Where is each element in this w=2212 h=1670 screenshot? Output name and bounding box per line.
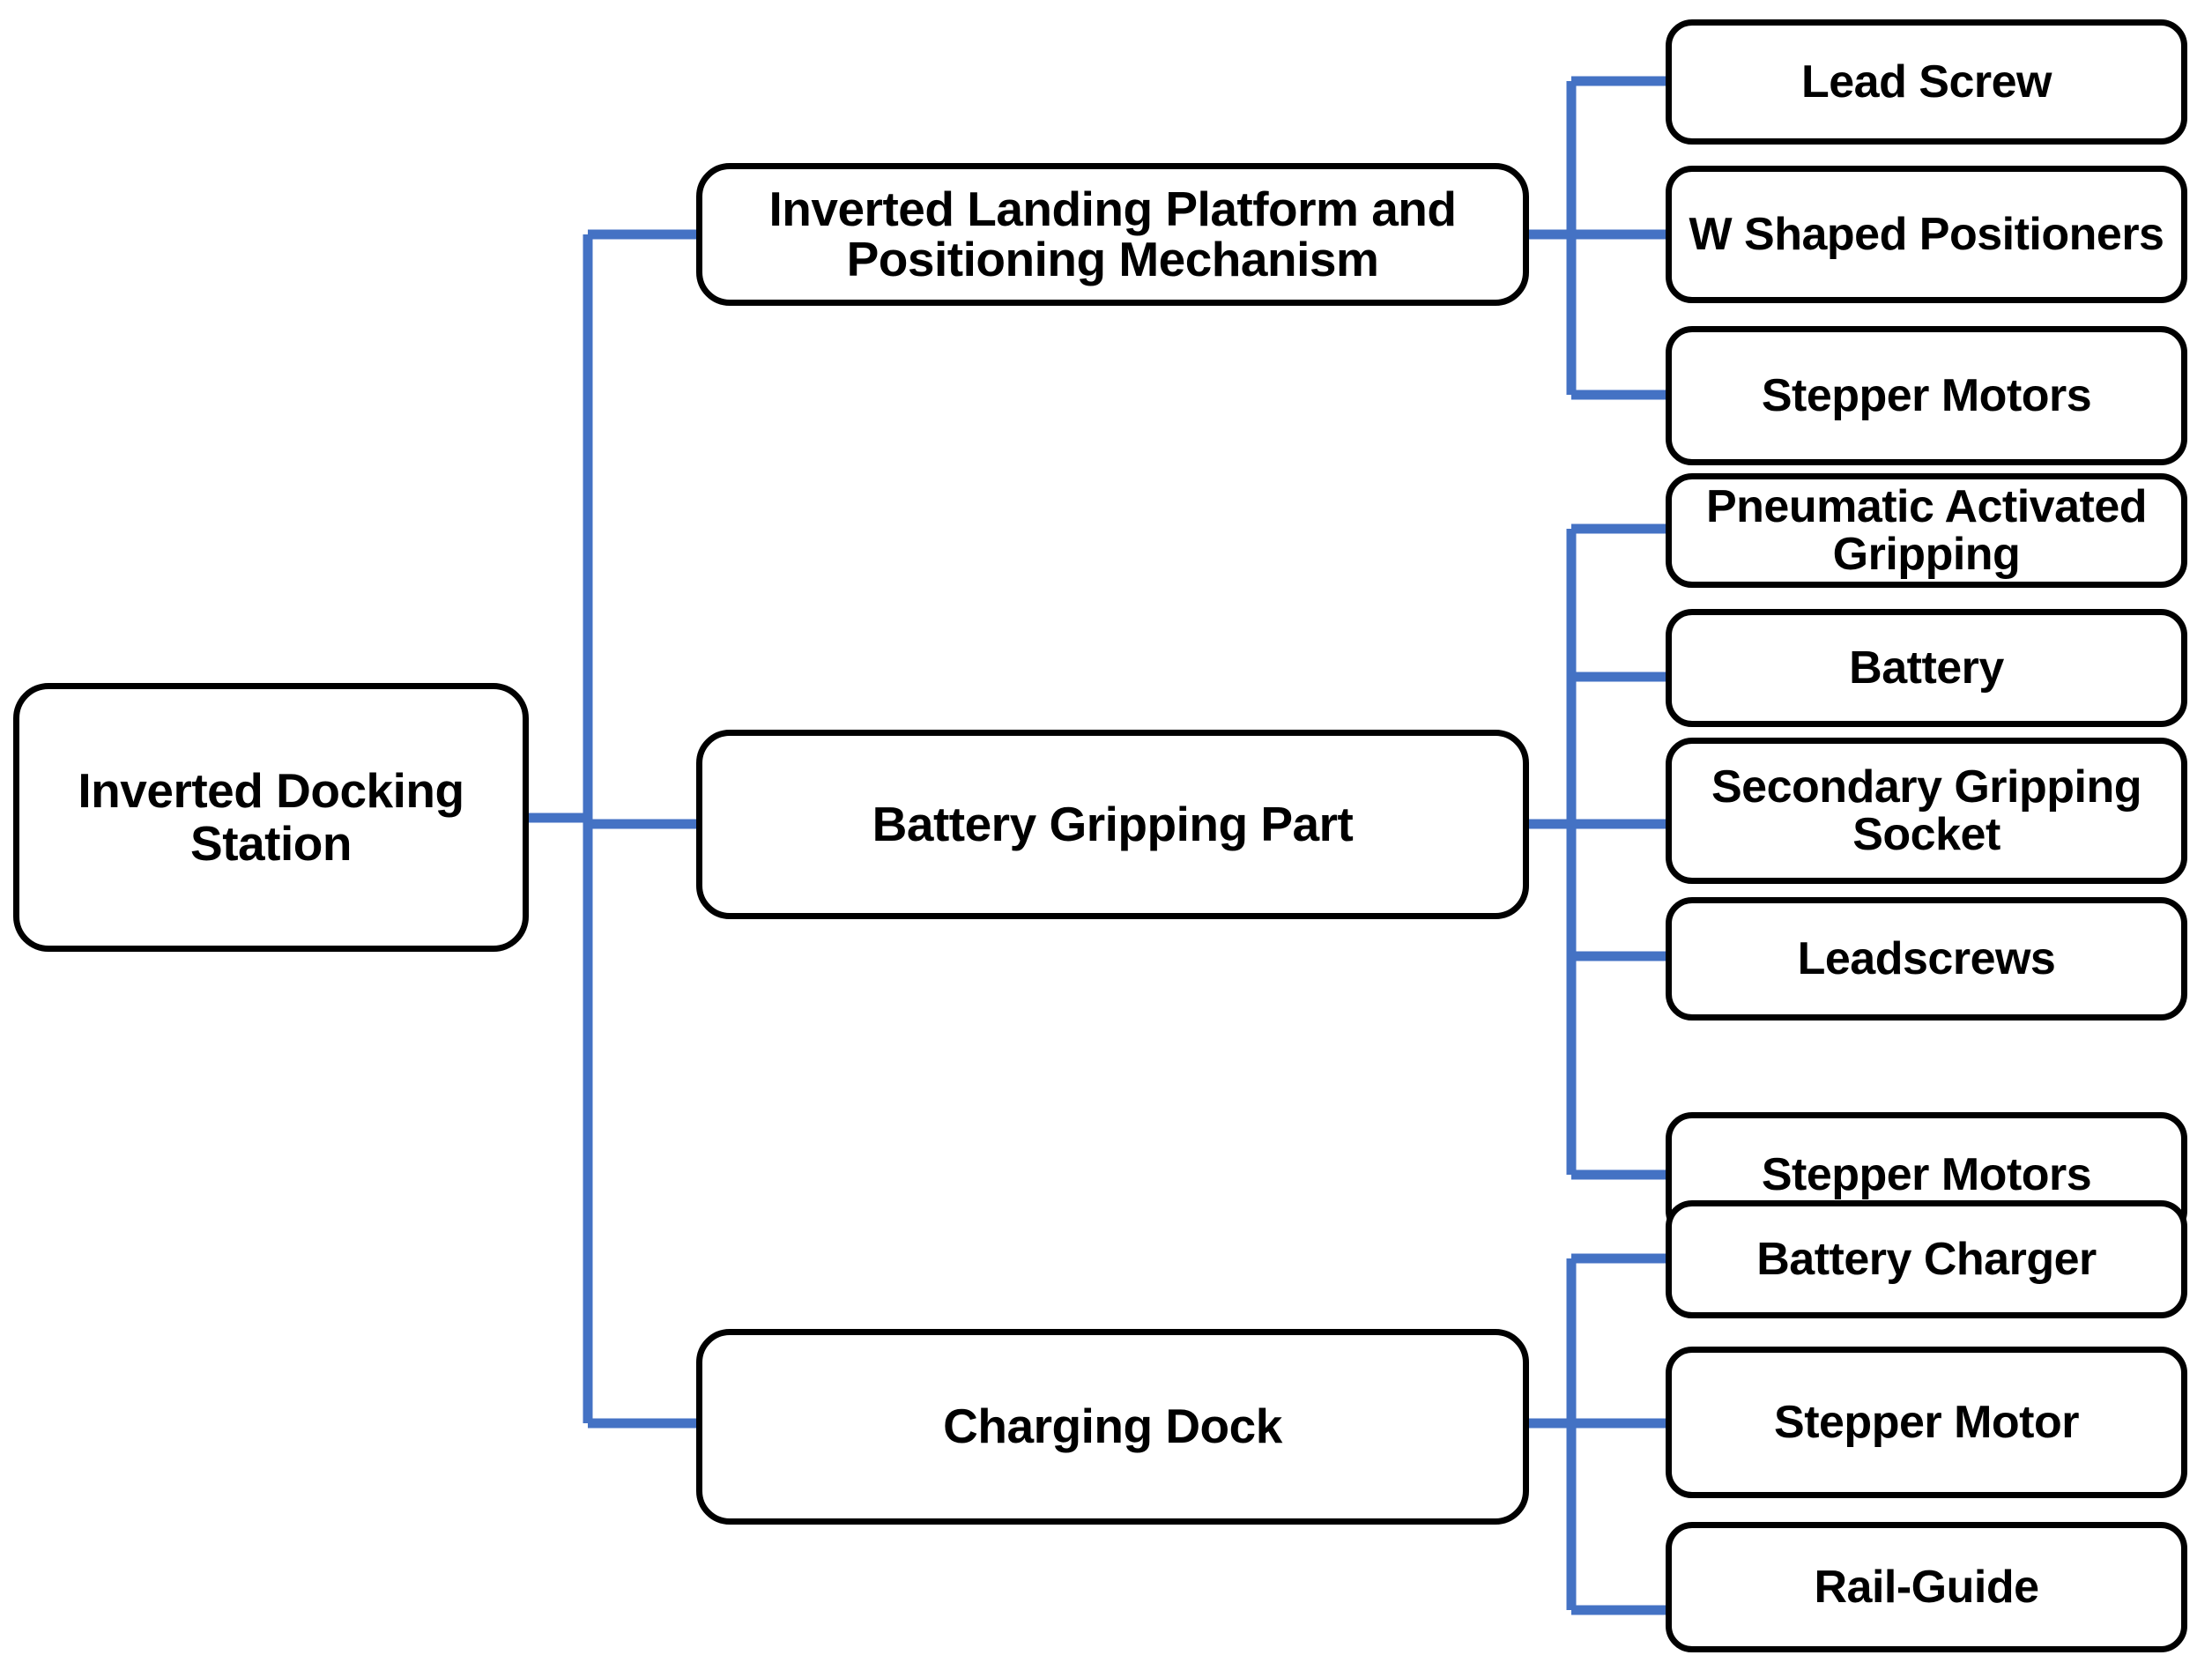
node-leaf-stepper-motors-g2-label: Stepper Motors xyxy=(1761,1148,2092,1200)
node-leaf-battery-charger-label: Battery Charger xyxy=(1756,1233,2097,1285)
node-leaf-pneumatic-activated-gripping[interactable]: Pneumatic Activated Gripping xyxy=(1666,473,2187,588)
node-branch-landing-platform-label: Inverted Landing Platform and Positionin… xyxy=(768,181,1457,286)
node-leaf-battery[interactable]: Battery xyxy=(1666,609,2187,727)
node-leaf-w-shaped-positioners-label: W Shaped Positioners xyxy=(1689,208,2164,260)
node-root-inverted-docking-station[interactable]: Inverted Docking Station xyxy=(13,683,529,952)
node-leaf-secondary-gripping-socket[interactable]: Secondary Gripping Socket xyxy=(1666,738,2187,884)
node-leaf-lead-screw[interactable]: Lead Screw xyxy=(1666,19,2187,145)
node-leaf-rail-guide[interactable]: Rail-Guide xyxy=(1666,1522,2187,1652)
node-leaf-secondary-gripping-socket-label: Secondary Gripping Socket xyxy=(1711,761,2141,860)
node-leaf-stepper-motor[interactable]: Stepper Motor xyxy=(1666,1347,2187,1498)
node-branch-battery-gripping-part-label: Battery Gripping Part xyxy=(872,796,1354,851)
node-branch-battery-gripping-part[interactable]: Battery Gripping Part xyxy=(696,730,1529,919)
node-branch-landing-platform[interactable]: Inverted Landing Platform and Positionin… xyxy=(696,163,1529,306)
node-leaf-battery-label: Battery xyxy=(1849,642,2004,694)
node-leaf-stepper-motors-g1-label: Stepper Motors xyxy=(1761,369,2092,421)
node-branch-charging-dock[interactable]: Charging Dock xyxy=(696,1329,1529,1525)
node-leaf-stepper-motors-g1[interactable]: Stepper Motors xyxy=(1666,326,2187,465)
node-root-label: Inverted Docking Station xyxy=(78,763,464,871)
node-leaf-leadscrews[interactable]: Leadscrews xyxy=(1666,897,2187,1021)
node-leaf-pneumatic-activated-gripping-label: Pneumatic Activated Gripping xyxy=(1705,480,2148,580)
node-leaf-w-shaped-positioners[interactable]: W Shaped Positioners xyxy=(1666,166,2187,303)
node-branch-charging-dock-label: Charging Dock xyxy=(943,1399,1282,1454)
node-leaf-leadscrews-label: Leadscrews xyxy=(1797,932,2056,984)
node-leaf-lead-screw-label: Lead Screw xyxy=(1800,56,2052,108)
node-leaf-rail-guide-label: Rail-Guide xyxy=(1814,1561,2039,1613)
node-leaf-battery-charger[interactable]: Battery Charger xyxy=(1666,1200,2187,1318)
node-leaf-stepper-motor-label: Stepper Motor xyxy=(1774,1396,2079,1448)
